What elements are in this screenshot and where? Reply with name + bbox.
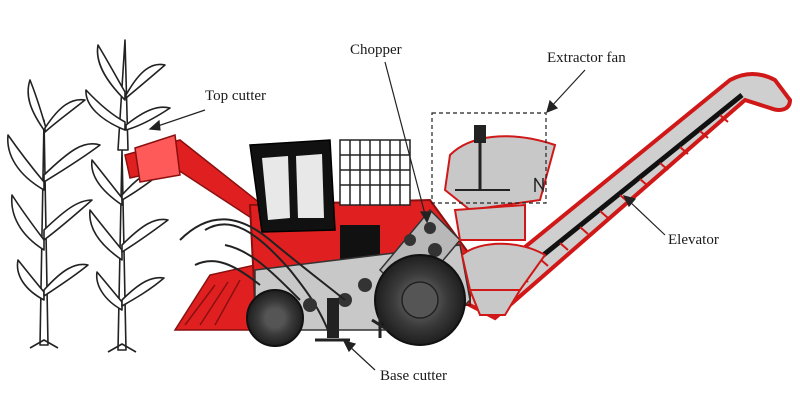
front-wheel	[246, 289, 304, 347]
fed-cane-stalks	[179, 218, 346, 336]
leader-arrows	[148, 61, 666, 371]
base-cutter	[303, 298, 389, 342]
rear-wheel	[374, 254, 466, 346]
extractor-fan-label: Extractor fan	[547, 50, 626, 66]
extractor-fan-highlight-box	[431, 112, 547, 204]
top-cutter-label: Top cutter	[205, 88, 267, 104]
base-cutter-label: Base cutter	[380, 368, 448, 384]
discharge-hopper	[460, 242, 547, 316]
top-cutter-arm	[124, 134, 277, 226]
chopper-label: Chopper	[350, 42, 402, 58]
extractor-fan-hood	[443, 125, 557, 241]
elevator-label: Elevator	[668, 232, 719, 248]
sugarcane-plant-icon	[7, 39, 171, 353]
